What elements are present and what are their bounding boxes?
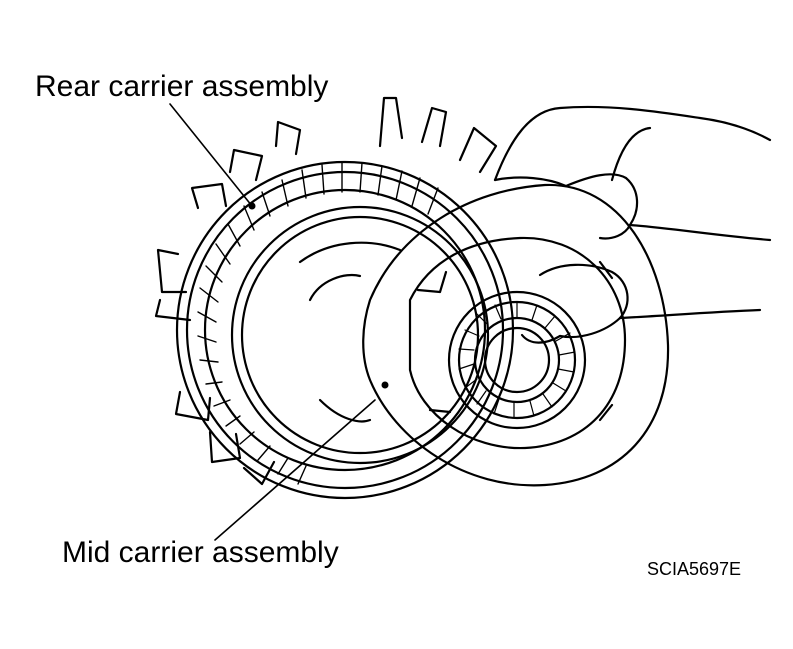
mid-carrier-plate [362,183,670,487]
bearing-rollers [458,301,576,419]
rear-carrier-teeth [197,161,439,485]
mid-carrier-leader-dot [381,381,389,389]
rear-carrier-leader-dot [248,202,256,210]
mid-carrier-label: Mid carrier assembly [62,536,339,569]
rear-carrier-ring [154,96,515,500]
rear-carrier-label: Rear carrier assembly [35,70,329,103]
figure-code: SCIA5697E [646,559,741,579]
mid-carrier-leader-line [214,399,376,541]
hand-illustration [493,105,772,344]
rear-carrier-leader-line [169,103,253,207]
